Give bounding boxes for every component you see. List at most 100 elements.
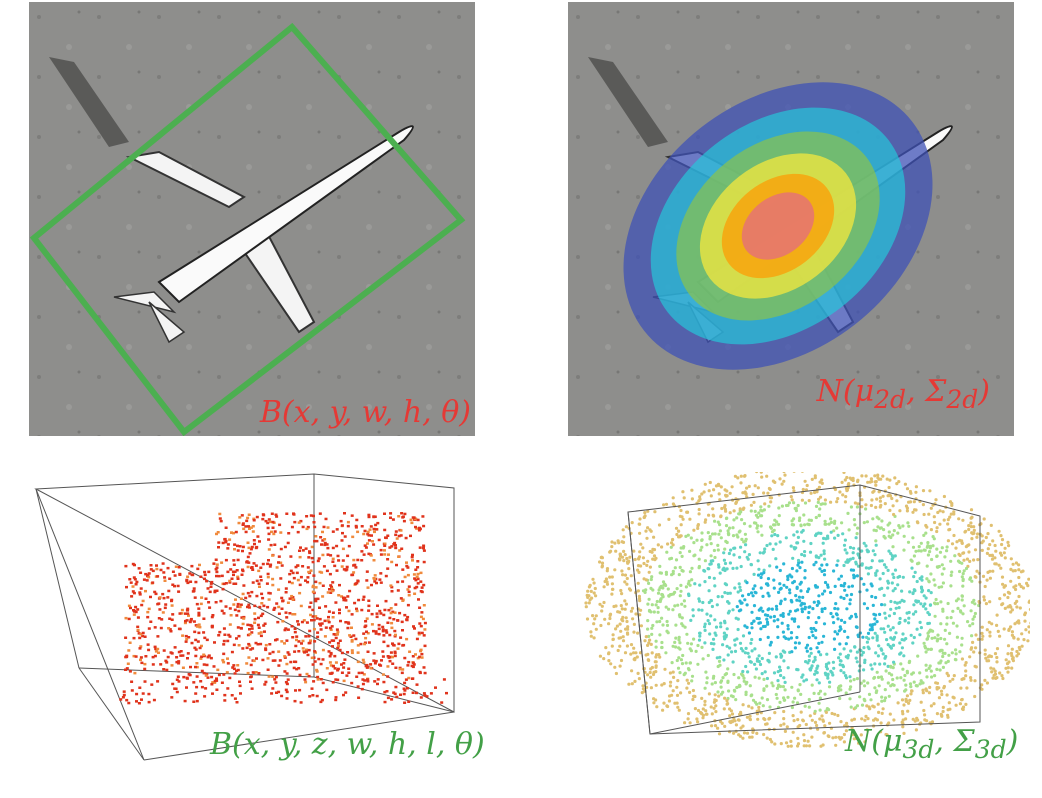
gauss-point xyxy=(649,529,653,533)
gauss-point xyxy=(776,679,780,683)
car-point xyxy=(318,606,321,609)
gauss-point xyxy=(797,641,801,645)
car-point xyxy=(245,519,249,523)
gauss-point xyxy=(1003,556,1007,560)
car-point xyxy=(319,536,323,539)
gauss-point xyxy=(752,604,757,608)
car-point xyxy=(388,616,392,620)
gauss-point xyxy=(648,638,652,642)
car-point xyxy=(284,591,288,594)
gauss-point xyxy=(901,712,905,716)
gauss-point xyxy=(708,632,712,636)
car-point xyxy=(250,590,254,594)
car-point xyxy=(404,678,408,681)
gauss-point xyxy=(1009,567,1013,571)
car-point xyxy=(293,627,297,630)
gauss-point xyxy=(948,679,952,683)
gauss-point xyxy=(967,550,971,554)
gauss-point xyxy=(821,719,825,723)
car-point xyxy=(303,678,307,681)
car-point xyxy=(235,637,238,640)
gauss-point xyxy=(948,631,952,635)
gauss-point xyxy=(643,590,647,594)
gauss-point xyxy=(829,520,833,524)
gauss-point xyxy=(658,633,662,637)
car-point xyxy=(202,671,206,675)
gauss-point xyxy=(716,543,720,547)
car-point xyxy=(295,667,299,671)
gauss-point xyxy=(1016,652,1021,656)
gauss-point xyxy=(707,489,711,493)
gauss-point xyxy=(1004,658,1008,662)
gauss-point xyxy=(621,573,625,577)
car-point xyxy=(341,559,345,562)
car-point xyxy=(338,583,341,587)
gauss-point xyxy=(886,681,890,685)
gauss-point xyxy=(931,544,935,548)
car-point xyxy=(333,564,337,568)
gauss-point xyxy=(945,616,949,620)
gauss-point xyxy=(918,576,922,581)
car-point xyxy=(262,513,266,517)
gauss-point xyxy=(787,501,792,505)
gauss-point xyxy=(661,586,665,590)
gauss-point xyxy=(960,594,964,598)
car-point xyxy=(406,664,410,667)
gauss-point xyxy=(636,564,641,568)
car-point xyxy=(222,652,226,656)
car-point xyxy=(177,590,181,593)
car-point xyxy=(294,660,298,664)
car-point xyxy=(350,681,354,685)
gauss-point xyxy=(747,655,751,659)
car-point xyxy=(329,584,333,587)
car-point xyxy=(217,673,221,677)
car-point xyxy=(275,638,279,641)
gauss-point xyxy=(793,696,797,700)
gauss-point xyxy=(770,740,774,744)
gauss-point xyxy=(843,581,847,586)
car-point xyxy=(200,669,204,673)
gauss-point xyxy=(1022,638,1026,642)
gauss-point xyxy=(765,684,769,688)
gauss-point xyxy=(779,652,783,656)
gauss-point xyxy=(891,683,895,687)
car-point xyxy=(399,693,402,696)
gauss-point xyxy=(983,678,987,682)
gauss-point xyxy=(826,734,830,738)
car-point xyxy=(337,559,341,562)
gauss-point xyxy=(646,619,650,623)
car-point xyxy=(367,534,371,537)
gauss-point xyxy=(708,535,712,539)
car-point xyxy=(168,628,172,631)
car-point xyxy=(340,524,344,527)
car-point xyxy=(257,569,261,573)
gauss-point xyxy=(1018,606,1022,610)
car-point xyxy=(331,581,335,584)
car-point xyxy=(389,651,393,654)
gauss-point xyxy=(848,557,853,561)
car-point xyxy=(321,530,324,534)
car-point xyxy=(406,615,410,619)
car-point xyxy=(198,625,202,629)
car-point xyxy=(224,582,228,585)
car-point xyxy=(180,612,184,615)
gauss-point xyxy=(832,637,836,641)
car-point xyxy=(147,692,151,696)
gauss-point xyxy=(656,591,661,595)
car-point xyxy=(345,606,348,609)
car-point xyxy=(325,667,329,670)
car-point xyxy=(185,686,188,689)
car-point xyxy=(316,678,320,681)
car-point xyxy=(336,669,340,672)
gauss-point xyxy=(802,554,807,558)
gauss-point xyxy=(634,612,638,616)
gauss-point xyxy=(963,530,967,534)
car-point xyxy=(336,667,340,671)
car-point xyxy=(313,539,317,543)
gauss-point xyxy=(651,623,655,628)
gauss-point xyxy=(621,635,625,639)
gauss-point xyxy=(709,559,713,563)
car-point xyxy=(202,617,206,620)
gauss-point xyxy=(874,690,878,695)
gauss-point xyxy=(1006,540,1010,544)
